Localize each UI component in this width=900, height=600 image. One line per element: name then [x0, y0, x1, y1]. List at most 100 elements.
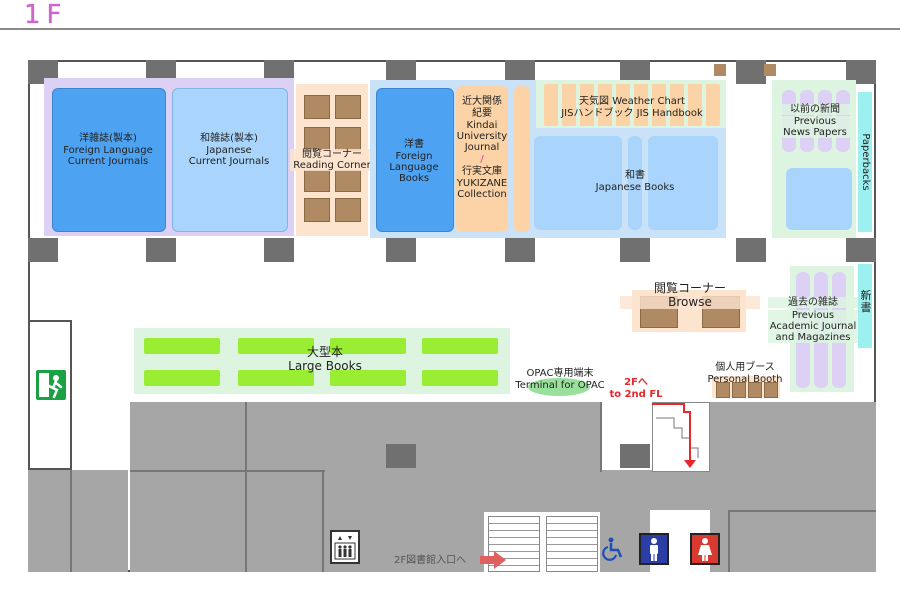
booth-desk — [716, 382, 730, 398]
wall-line — [728, 510, 730, 572]
reading-table — [335, 198, 361, 222]
japanese-books-ja: 和書 — [625, 170, 645, 181]
reading-table — [304, 95, 330, 119]
wall-line — [130, 470, 245, 472]
large-books-shelf — [422, 370, 498, 386]
wall-line — [70, 470, 72, 572]
large-books-ja: 大型本 — [306, 345, 343, 359]
shinsho-shelf — [858, 264, 872, 348]
kindai-ja1: 近大関係 — [462, 96, 502, 107]
japanese-books-en: Japanese Books — [595, 182, 675, 193]
wall-line — [322, 470, 324, 572]
entrance-stairs — [488, 516, 540, 572]
japanese-journals-ja: 和雑誌(製本) — [200, 133, 258, 144]
entrance-label: 2F図書館入口へ — [394, 555, 467, 566]
pillar — [736, 60, 766, 84]
kindai-ja3: 行実文庫 — [462, 166, 502, 177]
personal-booth-en: Personal Booth — [707, 374, 783, 385]
foreign-journals-en2: Current Journals — [67, 156, 149, 167]
prev-journals-en1: Previous — [768, 310, 858, 321]
small-pillar — [714, 64, 726, 76]
weather-line1: 天気図 Weather Chart — [579, 96, 685, 107]
prev-journals-en2: Academic Journal — [768, 321, 858, 332]
newspaper-table — [786, 168, 852, 230]
foreign-books-en1: Foreign — [395, 151, 433, 162]
pillar — [620, 238, 650, 262]
large-books-shelf — [422, 338, 498, 354]
wheelchair-icon — [600, 536, 626, 562]
stairs-arrow-icon — [652, 403, 699, 468]
reading-table — [335, 170, 361, 192]
personal-booth-ja: 個人用ブース — [715, 362, 775, 373]
service-area-right — [710, 402, 876, 572]
browse-en: Browse — [620, 296, 760, 309]
large-books-shelf — [144, 370, 220, 386]
prev-newspapers-en2: News Papers — [776, 127, 854, 138]
kindai-en5: Collection — [457, 189, 507, 200]
pillar — [846, 238, 876, 262]
mens-restroom-icon — [639, 533, 669, 565]
reading-table — [304, 170, 330, 192]
reading-table — [304, 127, 330, 151]
kindai-en1: Kindai — [466, 120, 498, 131]
wall-line — [245, 402, 247, 572]
pillar — [386, 238, 416, 262]
entrance-stairs-2 — [546, 516, 598, 572]
japanese-books-shelf-2 — [628, 136, 642, 230]
kindai-slash: / — [480, 154, 484, 165]
staircase — [652, 402, 710, 472]
opac-terminal — [528, 378, 590, 396]
japanese-journals-shelf — [172, 88, 288, 232]
opac-ja: OPAC専用端末 — [526, 368, 594, 379]
prev-journals-en3: and Magazines — [768, 332, 858, 343]
floor-title: 1F — [24, 0, 68, 30]
service-area-left — [28, 470, 128, 572]
kindai-ja2: 紀要 — [472, 108, 492, 119]
reading-table — [335, 95, 361, 119]
foreign-journals-ja: 洋雑誌(製本) — [79, 133, 137, 144]
emergency-exit-icon — [36, 370, 66, 400]
reading-corner-en: Reading Corner — [290, 160, 374, 171]
weather-line2: JISハンドブック JIS Handbook — [561, 108, 703, 119]
large-books-en: Large Books — [288, 359, 362, 373]
reading-corner-ja: 閲覧コーナー — [290, 149, 374, 160]
pillar — [264, 238, 294, 262]
kindai-side-shelf — [514, 86, 530, 232]
wall-line — [728, 510, 876, 512]
foreign-journals-en1: Foreign Language — [63, 145, 153, 156]
browse-ja: 閲覧コーナー — [653, 281, 726, 295]
booth-desk — [748, 382, 762, 398]
kindai-en3: Journal — [464, 142, 500, 153]
large-books-shelf — [238, 370, 314, 386]
large-books-shelf — [330, 370, 406, 386]
foreign-journals-shelf — [52, 88, 166, 232]
stairs-en: to 2nd FL — [609, 389, 663, 400]
pillar — [386, 444, 416, 468]
prev-journals-ja: 過去の雑誌 — [768, 297, 858, 308]
pillar — [505, 238, 535, 262]
booth-desk — [764, 382, 778, 398]
entrance-arrow-icon — [480, 551, 506, 569]
reading-table — [304, 198, 330, 222]
shinsho-label: 新書 — [860, 289, 872, 314]
prev-newspapers-en1: Previous — [776, 116, 854, 127]
foreign-books-ja: 洋書 — [404, 139, 424, 150]
prev-newspapers-ja: 以前の新聞 — [776, 104, 854, 115]
title-underline — [0, 28, 900, 30]
wall-line — [245, 470, 325, 472]
kindai-en4: YUKIZANE — [456, 178, 508, 189]
paperbacks-shelf — [858, 92, 872, 232]
paperbacks-label: Paperbacks — [860, 133, 871, 191]
wall-line — [600, 402, 602, 472]
opac-en: Terminal for OPAC — [515, 380, 605, 391]
booth-desk — [732, 382, 746, 398]
pillar — [620, 444, 650, 468]
large-books-shelf — [144, 338, 220, 354]
pillar — [736, 238, 766, 262]
elevator-icon — [330, 530, 360, 564]
japanese-books-shelf-3 — [648, 136, 718, 230]
foreign-books-en3: Books — [398, 173, 430, 184]
kindai-journal-shelf — [456, 86, 508, 232]
womens-restroom-icon — [690, 533, 720, 565]
foreign-books-en2: Language — [389, 162, 439, 173]
